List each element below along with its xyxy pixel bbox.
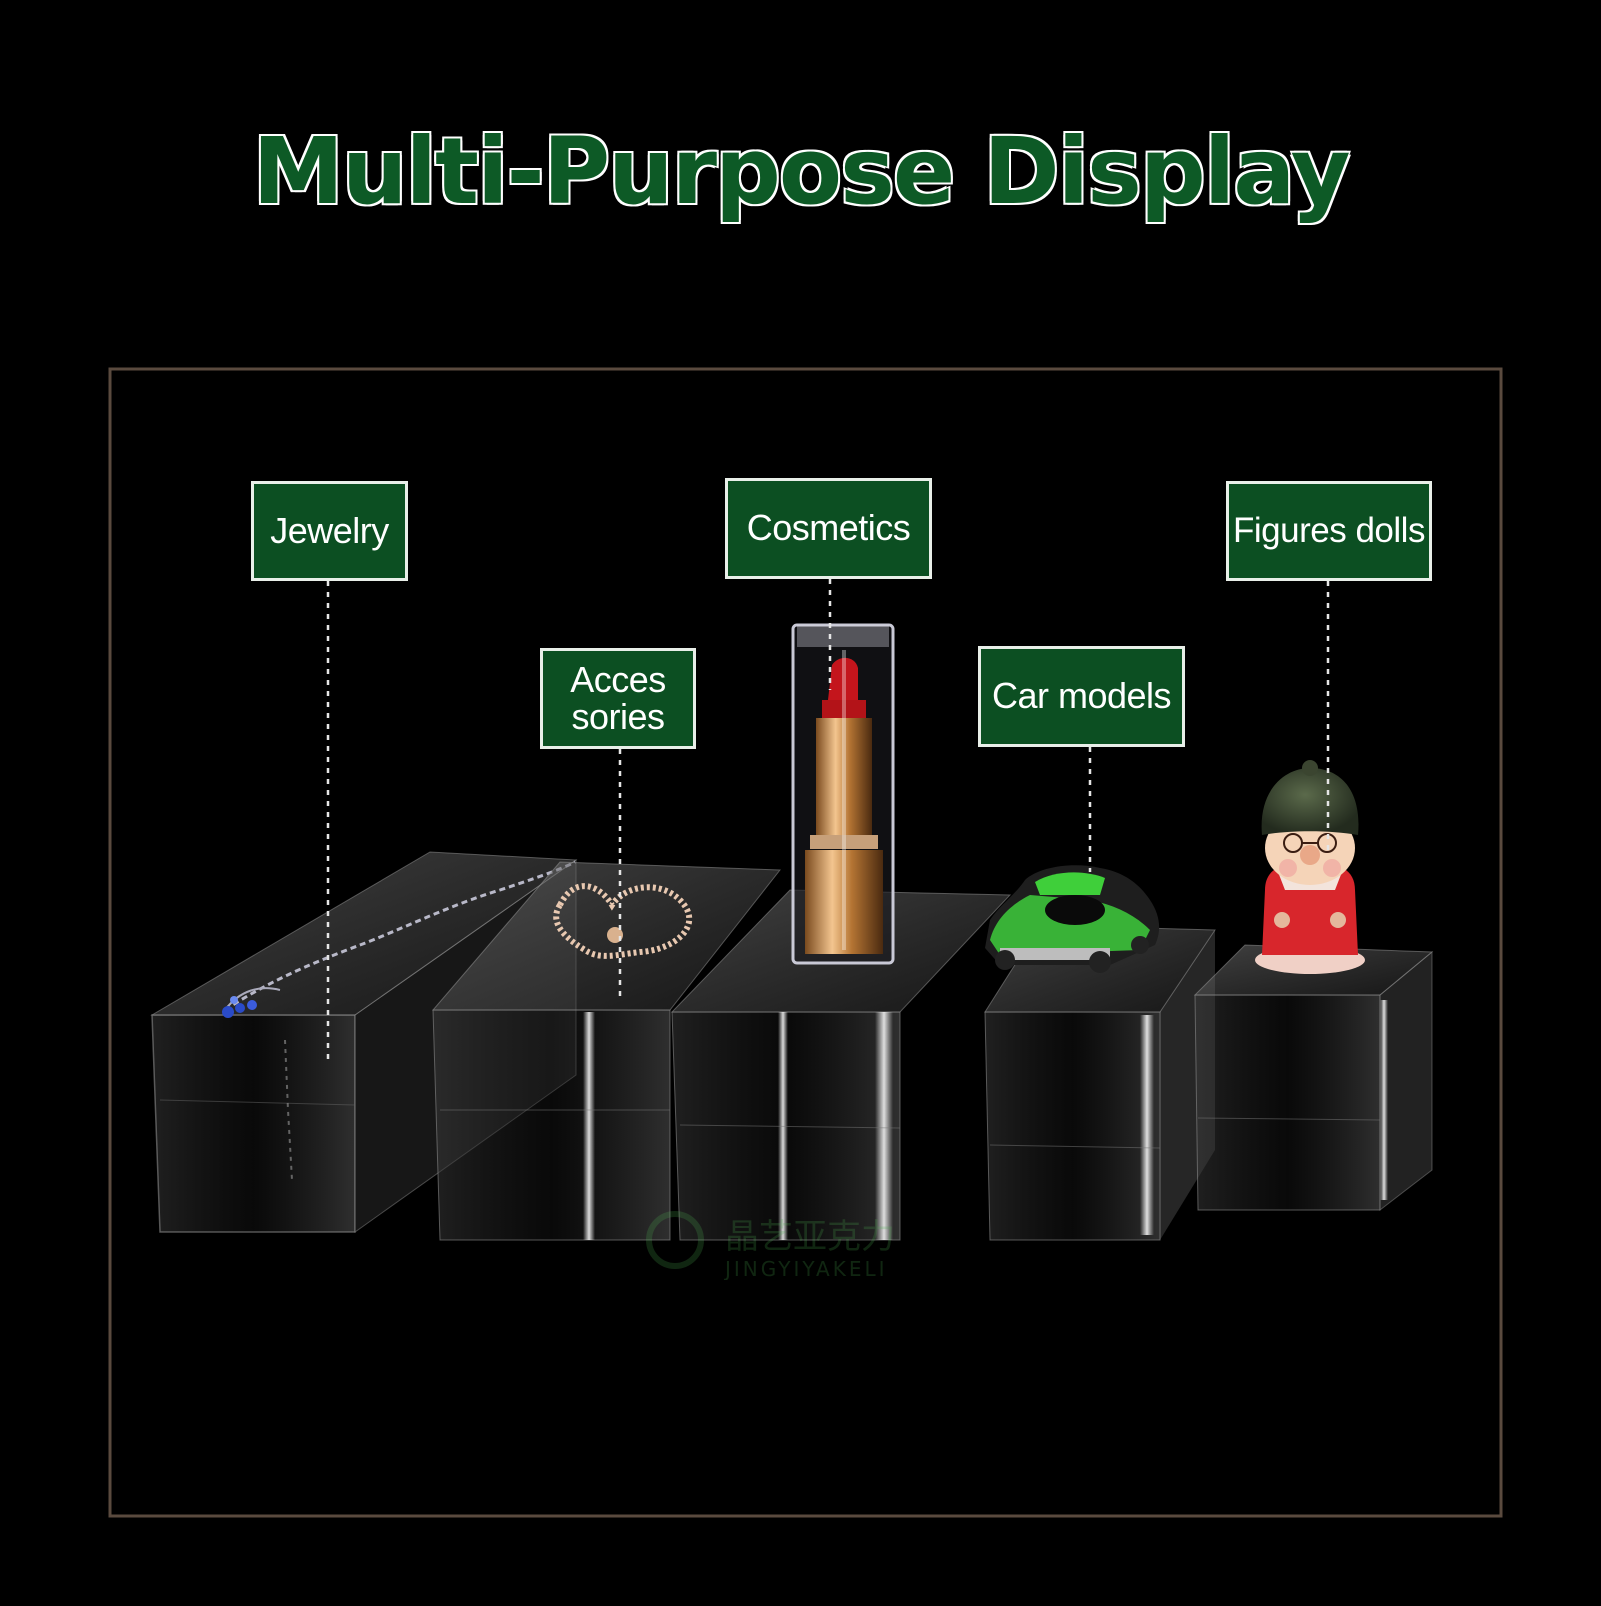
label-figures-dolls-text: Figures dolls xyxy=(1233,511,1425,551)
watermark-graphic: 晶艺亚克力 JINGYIYAKELI xyxy=(646,1211,895,1281)
label-accessories: Acces sories xyxy=(540,648,696,749)
label-cosmetics-text: Cosmetics xyxy=(746,507,911,549)
watermark-chinese: 晶艺亚克力 xyxy=(725,1217,895,1257)
page-title: Multi-Purpose Display xyxy=(251,117,1351,226)
label-jewelry: Jewelry xyxy=(251,481,408,581)
acrylic-block-figures xyxy=(1193,944,1434,1212)
label-car-models-text: Car models xyxy=(991,675,1172,717)
frame-border xyxy=(108,367,1503,1518)
acrylic-block-accessories xyxy=(431,861,782,1241)
lipstick xyxy=(791,623,895,965)
leader-lines xyxy=(326,579,1330,1062)
label-accessories-line2: sories xyxy=(571,695,665,737)
label-car-models: Car models xyxy=(978,646,1185,747)
watermark-logo: 晶艺亚克力 JINGYIYAKELI xyxy=(640,1210,1000,1281)
necklace xyxy=(222,860,576,1181)
doll-figure xyxy=(1255,760,1365,974)
watermark-latin: JINGYIYAKELI xyxy=(723,1257,888,1280)
label-figures-dolls: Figures dolls xyxy=(1226,481,1432,581)
label-accessories-line1: Acces xyxy=(570,658,666,700)
label-jewelry-text: Jewelry xyxy=(270,509,389,551)
car-model xyxy=(985,865,1160,973)
label-cosmetics: Cosmetics xyxy=(725,478,932,579)
